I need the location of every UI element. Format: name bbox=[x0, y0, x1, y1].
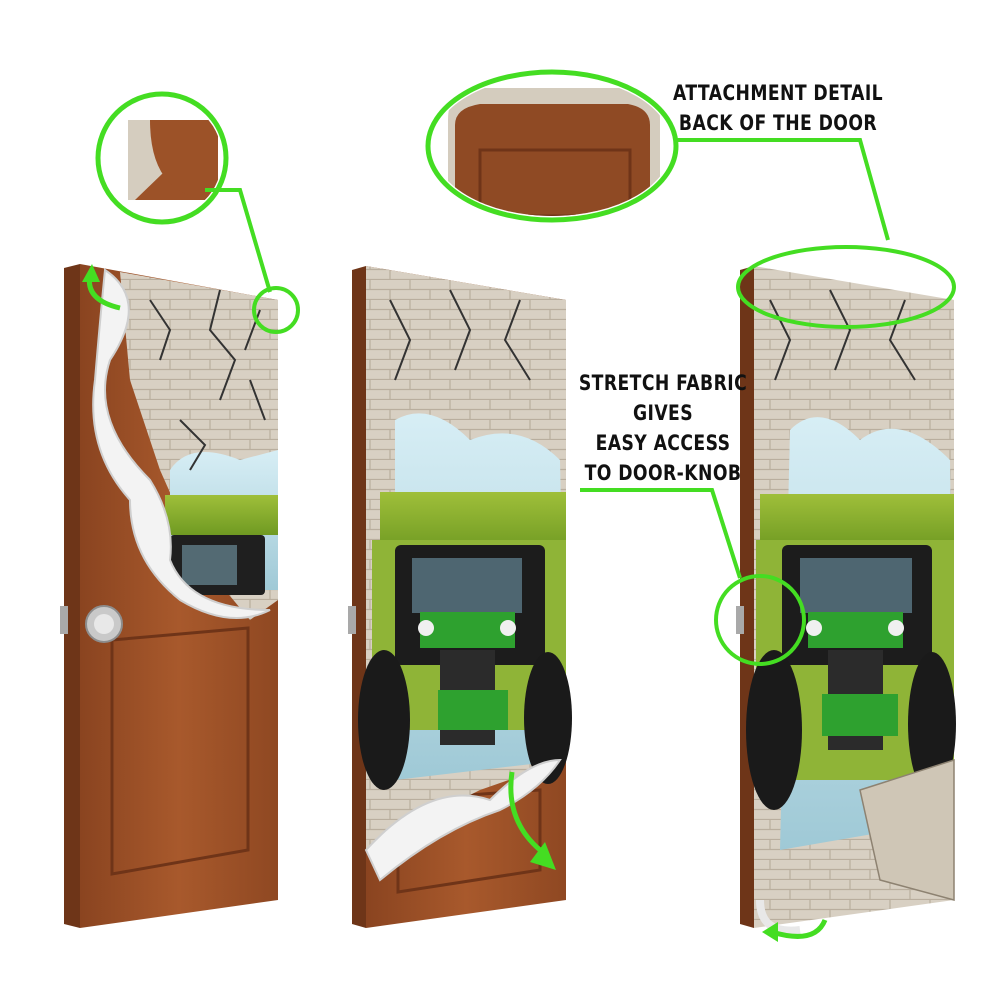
door-left-latch bbox=[60, 606, 68, 634]
door-left-fabric bbox=[92, 268, 271, 619]
door-left-edge bbox=[64, 264, 80, 928]
stretch-label-line4: TO DOOR-KNOB bbox=[584, 461, 742, 485]
door-left-panel bbox=[110, 626, 250, 876]
tractor-middle bbox=[358, 545, 572, 790]
stretch-label-line3: EASY ACCESS bbox=[595, 431, 731, 455]
attachment-detail-label: ATTACHMENT DETAIL BACK OF THE DOOR bbox=[671, 78, 884, 138]
stretch-fabric-label: STRETCH FABRIC GIVES EASY ACCESS TO DOOR… bbox=[552, 368, 773, 488]
callout-attachment bbox=[425, 69, 956, 329]
door-left bbox=[60, 264, 278, 928]
attachment-label-line2: BACK OF THE DOOR bbox=[678, 111, 878, 135]
door-knob[interactable] bbox=[85, 605, 123, 643]
callout-doorknob-target bbox=[714, 574, 806, 666]
door-middle bbox=[348, 266, 572, 928]
door-right bbox=[736, 266, 956, 942]
door-left-print bbox=[120, 272, 278, 620]
callout-attachment-target bbox=[736, 245, 956, 329]
attachment-label-line1: ATTACHMENT DETAIL bbox=[672, 81, 884, 105]
callout-doorknob bbox=[580, 488, 806, 666]
stretch-label-line1: STRETCH FABRIC bbox=[578, 371, 748, 395]
callout-corner-target bbox=[252, 286, 300, 334]
tractor-right bbox=[746, 545, 956, 810]
stretch-label-line2: GIVES bbox=[632, 401, 694, 425]
callout-corner-left bbox=[82, 91, 300, 334]
